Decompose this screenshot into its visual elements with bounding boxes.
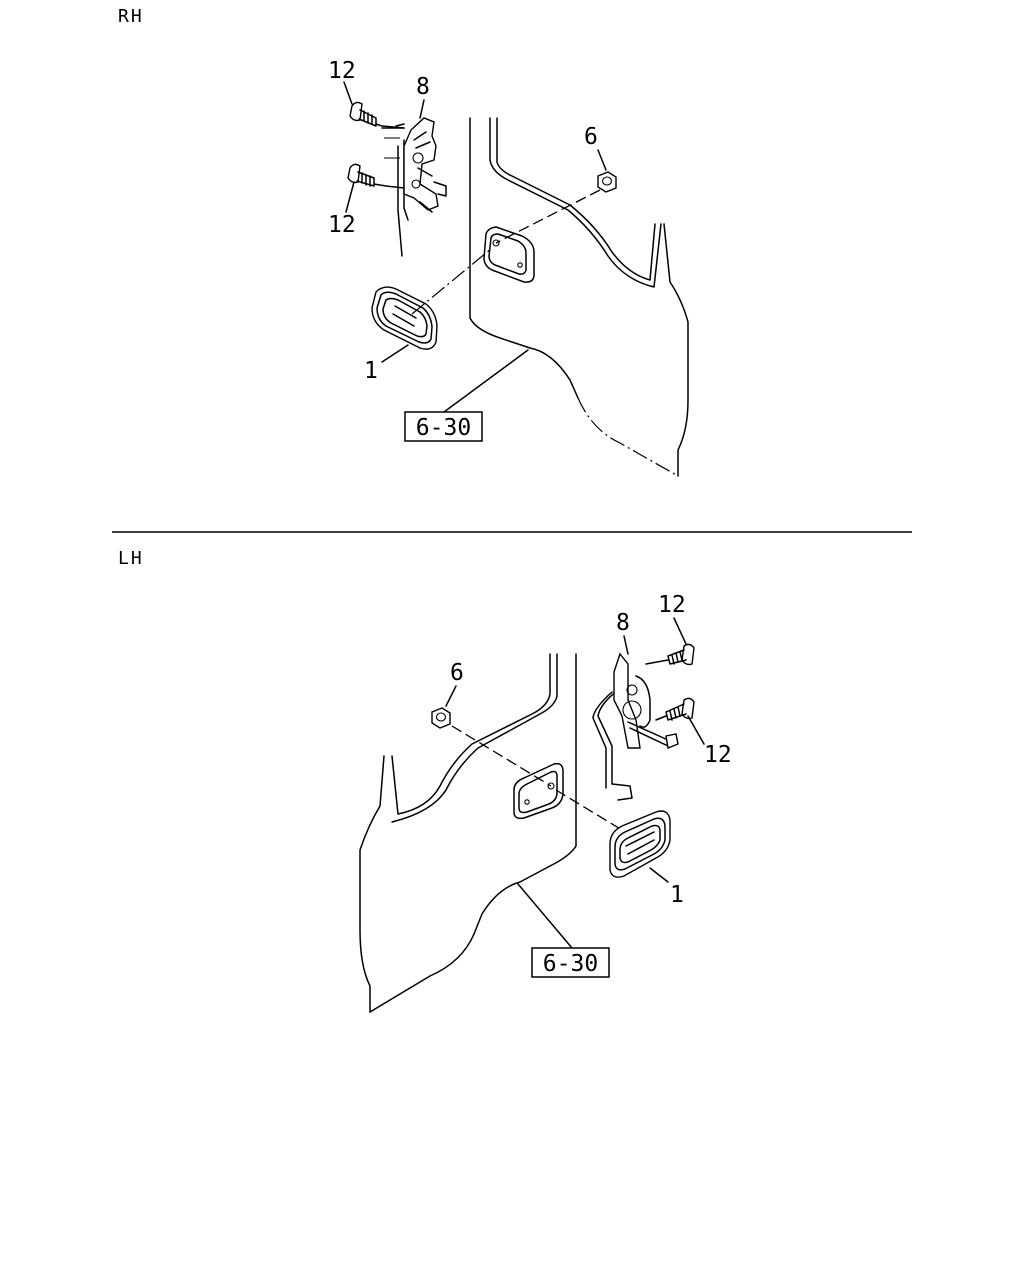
rh-callout-nut: 6 xyxy=(584,124,598,150)
lh-section-label: LH xyxy=(118,548,144,569)
lh-bracket xyxy=(592,635,651,801)
lh-callout-screw-top: 12 xyxy=(658,592,686,618)
lh-screw-top xyxy=(645,617,695,666)
rh-section-label: RH xyxy=(118,6,144,27)
lh-reference-text: 6-30 xyxy=(543,951,598,977)
rh-callout-bracket: 8 xyxy=(416,74,430,100)
rh-door-panel xyxy=(469,117,689,477)
rh-screw-top xyxy=(343,81,405,129)
rh-reference-text: 6-30 xyxy=(416,415,471,441)
rh-bracket xyxy=(397,99,447,257)
rh-inside-handle xyxy=(371,286,438,363)
lh-callout-handle: 1 xyxy=(670,882,684,908)
rh-callout-handle: 1 xyxy=(364,358,378,384)
lh-nut xyxy=(431,685,457,729)
lh-link-rod xyxy=(627,721,679,749)
lh-door-panel xyxy=(359,653,577,1013)
lh-callout-nut: 6 xyxy=(450,660,464,686)
rh-nut xyxy=(597,149,617,193)
lh-section: LH xyxy=(118,548,732,1013)
lh-inside-handle xyxy=(609,810,671,883)
rh-callout-screw-top: 12 xyxy=(328,58,356,84)
lh-screw-bottom xyxy=(655,697,705,745)
lh-callout-bracket: 8 xyxy=(616,610,630,636)
rh-screw-bottom xyxy=(345,163,405,213)
rh-reference-box: 6-30 xyxy=(404,349,529,442)
lh-reference-box: 6-30 xyxy=(517,883,610,978)
rh-section: RH xyxy=(118,6,689,477)
lh-callout-screw-bottom: 12 xyxy=(704,742,732,768)
rh-callout-screw-bottom: 12 xyxy=(328,212,356,238)
